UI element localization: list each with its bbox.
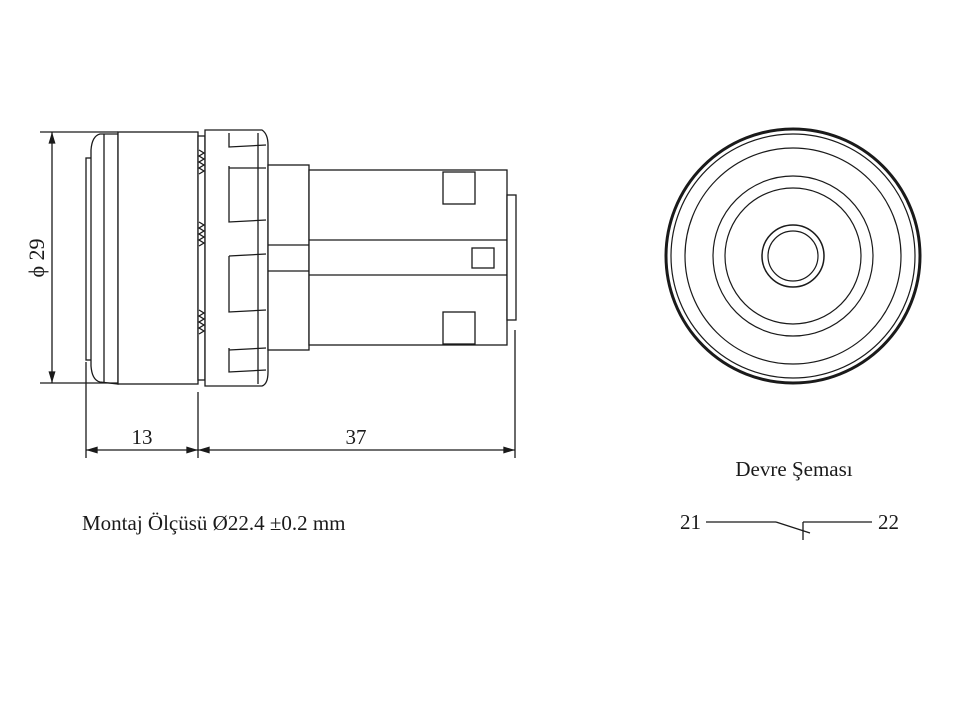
front-view (664, 127, 922, 385)
front-depth-label: 13 (132, 425, 153, 449)
side-view (85, 129, 517, 387)
terminal-22-label: 22 (878, 510, 899, 534)
body-length-label: 37 (346, 425, 367, 449)
clip-tab (442, 171, 476, 205)
collar (267, 164, 310, 351)
terminal-21-label: 21 (680, 510, 701, 534)
bezel-body (117, 131, 199, 385)
circuit-title: Devre Şeması (735, 457, 852, 481)
dimension-lines (40, 131, 516, 458)
back-plate (506, 194, 517, 321)
mounting-nut (204, 129, 269, 387)
nc-contact-symbol (706, 521, 872, 540)
terminal-window (471, 247, 495, 269)
switch-body (308, 169, 508, 346)
diameter-label: ϕ 29 (24, 238, 49, 277)
clip-tab (442, 311, 476, 345)
mounting-note: Montaj Ölçüsü Ø22.4 ±0.2 mm (82, 511, 346, 535)
